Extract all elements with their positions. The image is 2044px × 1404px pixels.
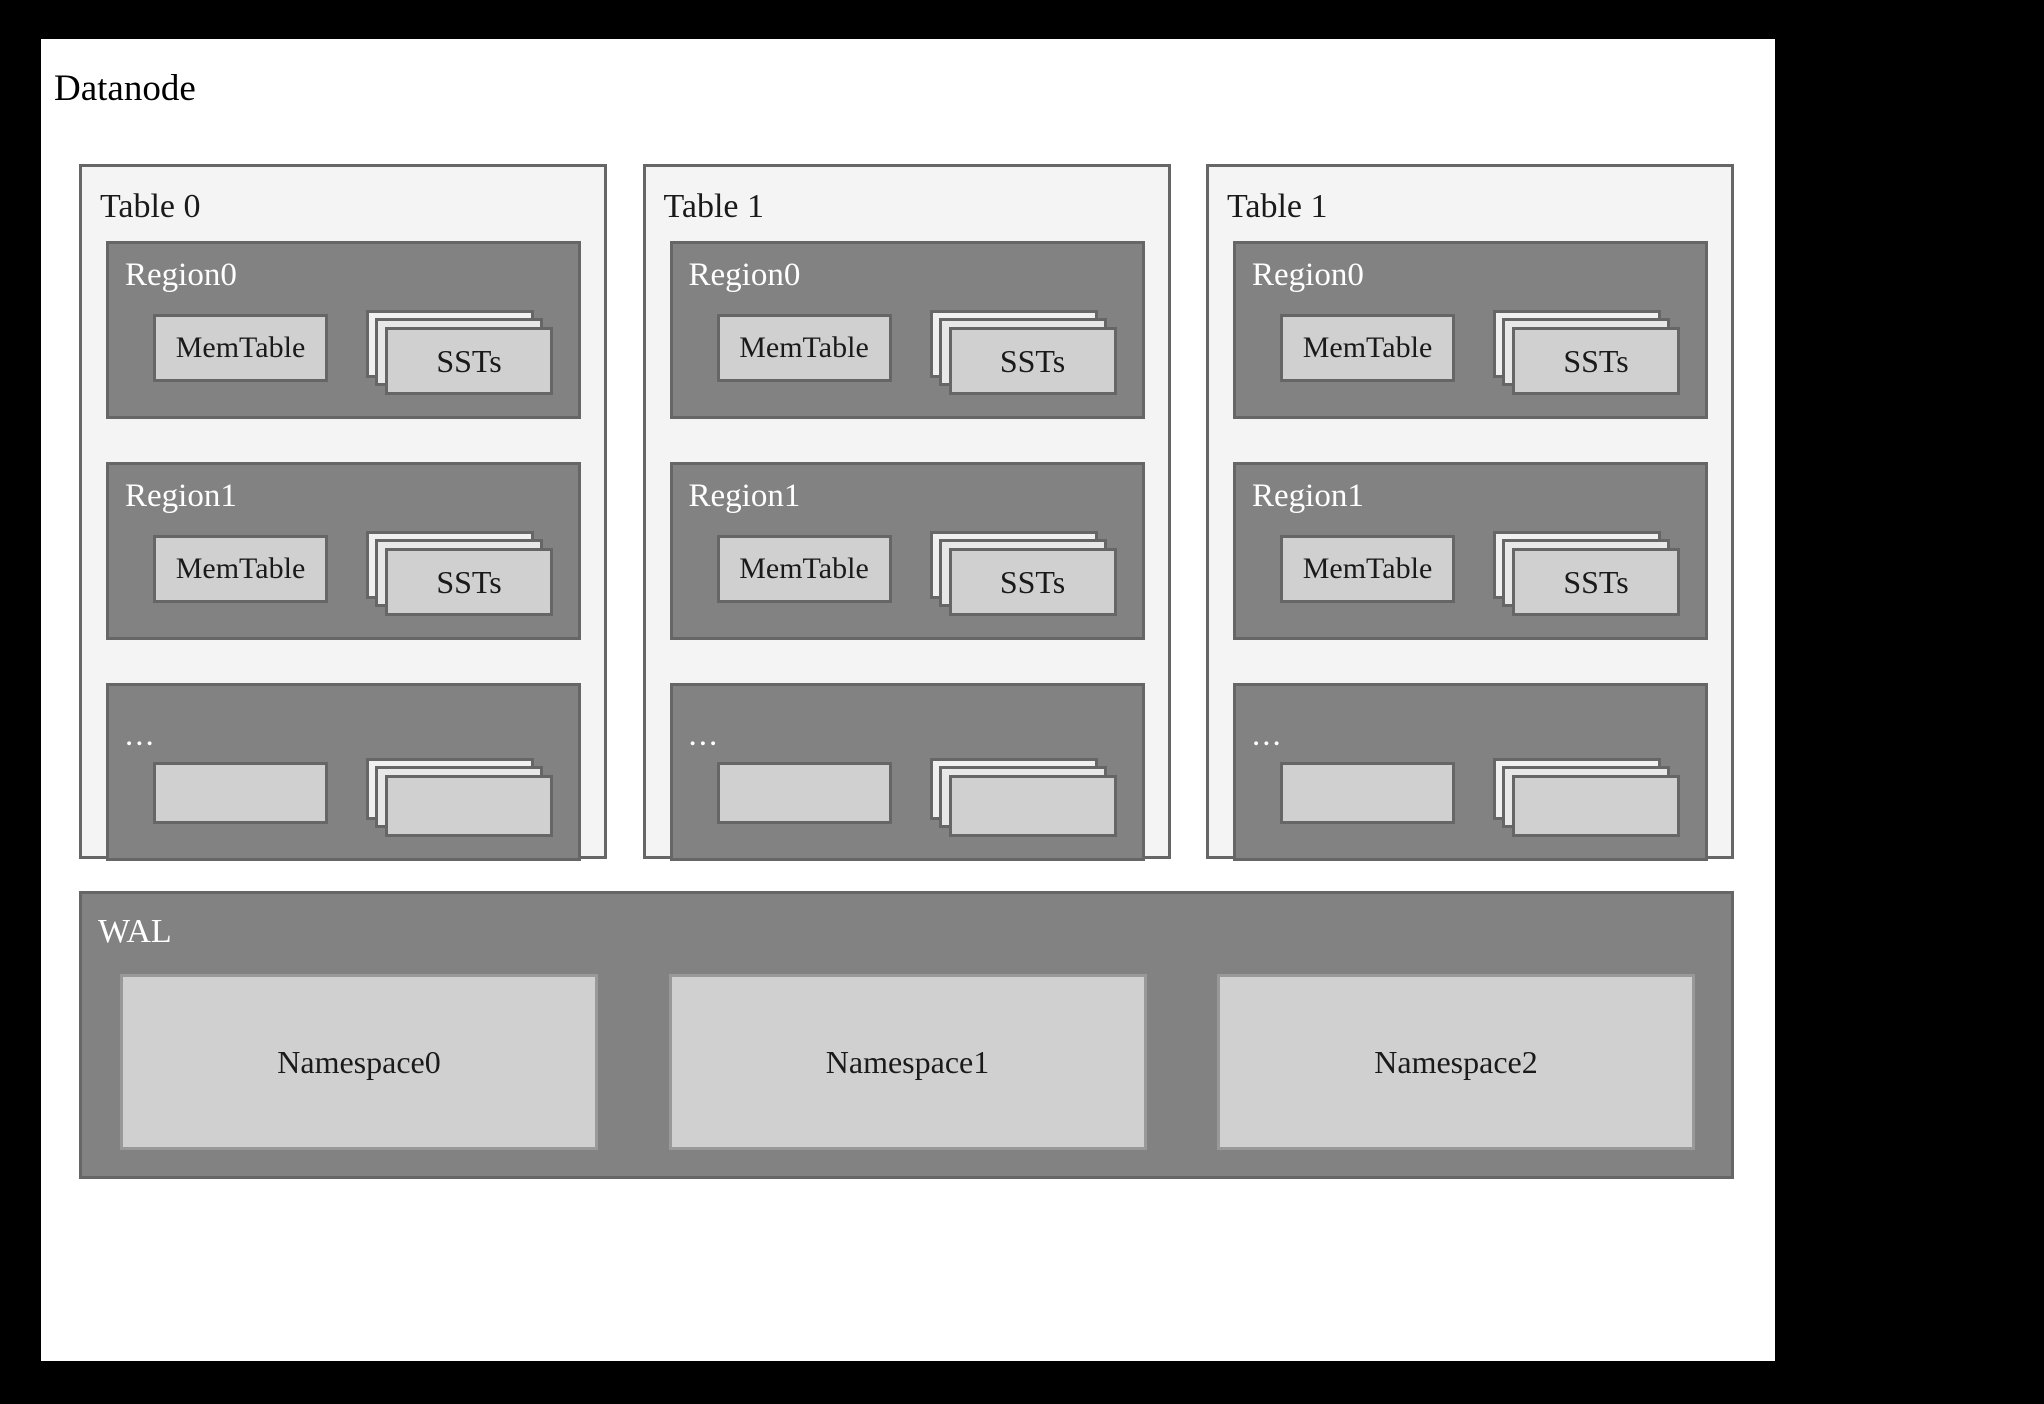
region-block-ellipsis[interactable]: ... [669, 683, 1145, 861]
region-block-ellipsis[interactable]: ... [1233, 683, 1708, 861]
region-block[interactable]: Region1 MemTable SSTs [669, 462, 1145, 640]
memtable-box[interactable]: MemTable [1280, 535, 1455, 603]
diagram-canvas: Datanode Table 0 Region0 MemTable SSTs [41, 39, 1775, 1361]
sst-stack[interactable]: SSTs [1493, 531, 1690, 623]
region-list: Region0 MemTable SSTs Region1 MemTable [669, 241, 1145, 861]
sst-stack[interactable]: SSTs [929, 310, 1127, 402]
region-inner: MemTable SSTs [1280, 310, 1690, 402]
memtable-box[interactable]: MemTable [153, 535, 328, 603]
region-ellipsis-label: ... [1252, 717, 1283, 753]
region-inner: MemTable SSTs [716, 310, 1127, 402]
sst-stack[interactable]: SSTs [1493, 310, 1690, 402]
page-title: Datanode [54, 68, 196, 109]
region-block[interactable]: Region0 MemTable SSTs [669, 241, 1145, 419]
memtable-box[interactable] [716, 762, 892, 824]
memtable-box[interactable]: MemTable [716, 314, 892, 382]
region-inner: MemTable SSTs [716, 531, 1127, 623]
region-title: Region0 [1252, 257, 1364, 293]
sst-sheet-front: SSTs [948, 327, 1117, 395]
region-inner [153, 758, 563, 850]
namespace-list: Namespace0 Namespace1 Namespace2 [120, 974, 1695, 1150]
region-title: Region0 [125, 257, 237, 293]
region-inner: MemTable SSTs [153, 531, 563, 623]
memtable-box[interactable]: MemTable [716, 535, 892, 603]
sst-stack[interactable] [1493, 758, 1690, 850]
region-inner [716, 758, 1127, 850]
region-list: Region0 MemTable SSTs Region1 MemTable [106, 241, 581, 861]
wal-title: WAL [98, 913, 172, 950]
sst-sheet-front [385, 775, 553, 837]
region-ellipsis-label: ... [688, 717, 720, 753]
region-title: Region1 [688, 478, 801, 514]
region-block[interactable]: Region0 MemTable SSTs [1233, 241, 1708, 419]
table-title: Table 1 [663, 188, 765, 225]
region-title: Region1 [125, 478, 237, 514]
region-block-ellipsis[interactable]: ... [106, 683, 581, 861]
sst-sheet-front [1512, 775, 1680, 837]
sst-stack[interactable]: SSTs [366, 531, 563, 623]
table-title: Table 0 [100, 188, 201, 225]
region-inner: MemTable SSTs [1280, 531, 1690, 623]
table-panel-0[interactable]: Table 0 Region0 MemTable SSTs Region1 [79, 164, 607, 861]
table-title: Table 1 [1227, 188, 1328, 225]
region-inner [1280, 758, 1690, 850]
region-inner: MemTable SSTs [153, 310, 563, 402]
sst-sheet-front: SSTs [1512, 548, 1680, 616]
memtable-box[interactable]: MemTable [153, 314, 328, 382]
sst-stack[interactable]: SSTs [366, 310, 563, 402]
sst-sheet-front: SSTs [385, 327, 553, 395]
table-panel-1[interactable]: Table 1 Region0 MemTable SSTs Region1 [642, 164, 1171, 861]
wal-panel[interactable]: WAL Namespace0 Namespace1 Namespace2 [79, 891, 1734, 1179]
tables-row: Table 0 Region0 MemTable SSTs Region1 [79, 164, 1734, 861]
memtable-box[interactable] [1280, 762, 1455, 824]
region-list: Region0 MemTable SSTs Region1 MemTable [1233, 241, 1708, 861]
sst-stack[interactable] [366, 758, 563, 850]
region-block[interactable]: Region1 MemTable SSTs [106, 462, 581, 640]
region-block[interactable]: Region1 MemTable SSTs [1233, 462, 1708, 640]
sst-sheet-front [948, 775, 1117, 837]
region-ellipsis-label: ... [125, 717, 156, 753]
sst-stack[interactable] [929, 758, 1127, 850]
sst-stack[interactable]: SSTs [929, 531, 1127, 623]
memtable-box[interactable] [153, 762, 328, 824]
region-title: Region0 [688, 257, 801, 293]
sst-sheet-front: SSTs [385, 548, 553, 616]
namespace-box[interactable]: Namespace2 [1217, 974, 1695, 1150]
table-panel-2[interactable]: Table 1 Region0 MemTable SSTs Region1 [1206, 164, 1734, 861]
namespace-box[interactable]: Namespace1 [668, 974, 1147, 1150]
sst-sheet-front: SSTs [948, 548, 1117, 616]
sst-sheet-front: SSTs [1512, 327, 1680, 395]
namespace-box[interactable]: Namespace0 [120, 974, 598, 1150]
region-title: Region1 [1252, 478, 1364, 514]
memtable-box[interactable]: MemTable [1280, 314, 1455, 382]
region-block[interactable]: Region0 MemTable SSTs [106, 241, 581, 419]
